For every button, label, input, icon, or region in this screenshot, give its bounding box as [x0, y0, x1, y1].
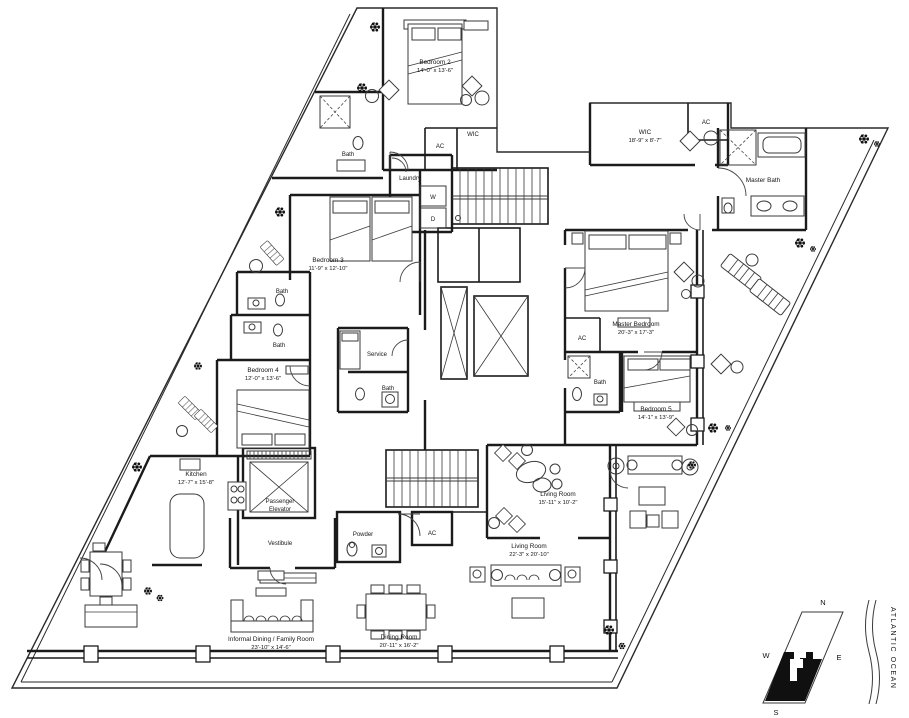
- stair-upper: [451, 167, 549, 225]
- label-living-large-name: Living Room: [511, 543, 547, 550]
- terrace-furniture: [80, 79, 792, 628]
- shoreline-wave-1: [865, 599, 873, 705]
- label-bath5: Bath: [594, 380, 606, 386]
- label-living-small-name: Living Room: [540, 491, 576, 498]
- label-dining-room-name: Dining Room: [381, 634, 418, 641]
- walls: [27, 8, 808, 663]
- bath-fixtures: [243, 95, 806, 558]
- label-ac-master: AC: [578, 336, 587, 342]
- label-wic2: WIC: [467, 132, 479, 138]
- label-dryer: D: [431, 217, 436, 223]
- label-service: Service: [367, 352, 388, 358]
- label-bedroom4-dims: 12'-0" x 13'-6": [245, 376, 281, 382]
- passenger-elevator-shaft: [246, 450, 312, 513]
- label-vestibule: Vestibule: [268, 541, 293, 547]
- compass-north: N: [820, 598, 825, 607]
- label-bedroom2-name: Bedroom 2: [419, 59, 451, 66]
- ocean-label: ATLANTIC OCEAN: [889, 607, 896, 690]
- label-bedroom2-dims: 14'-0" x 13'-6": [417, 68, 453, 74]
- label-ac-powder: AC: [428, 531, 437, 537]
- label-bedroom3-dims: 11'-9" x 12'-10": [308, 266, 347, 272]
- label-living-small-dims: 15'-11" x 10'-2": [538, 500, 577, 506]
- room-labels: Bedroom 2 14'-0" x 13'-6" WIC AC Bath La…: [178, 59, 781, 651]
- label-service-bath: Bath: [382, 386, 394, 392]
- label-passenger: Passenger: [266, 499, 295, 505]
- shoreline-wave-2: [872, 599, 880, 705]
- label-living-large-dims: 22'-3" x 20'-10": [509, 552, 549, 558]
- furniture: [169, 19, 705, 640]
- compass-west: W: [762, 651, 770, 660]
- core-elevators: [440, 286, 529, 380]
- label-bath2: Bath: [342, 152, 354, 158]
- label-informal-dining-dims: 23'-10" x 14'-6": [251, 645, 291, 651]
- label-powder: Powder: [353, 532, 373, 538]
- label-master-bedroom-dims: 20'-3" x 17'-3": [618, 330, 654, 336]
- label-kitchen-name: Kitchen: [185, 471, 207, 478]
- label-bath4: Bath: [273, 343, 285, 349]
- label-master-wic-name: WIC: [639, 129, 652, 136]
- label-bedroom5-name: Bedroom 5: [640, 406, 672, 413]
- label-master-bedroom-name: Master Bedroom: [612, 321, 659, 328]
- label-kitchen-dims: 12'-7" x 15'-8": [178, 480, 214, 486]
- label-bath3: Bath: [276, 289, 288, 295]
- compass-south: S: [773, 708, 778, 717]
- stair-lower: [385, 449, 479, 508]
- label-bedroom3-name: Bedroom 3: [312, 257, 344, 264]
- door-swings: [79, 151, 747, 587]
- label-washer: W: [430, 195, 436, 201]
- label-dining-room-dims: 20'-11" x 16'-2": [379, 643, 418, 649]
- property-boundary: [10, 7, 890, 689]
- label-informal-dining-name: Informal Dining / Family Room: [228, 636, 314, 643]
- key-plan-compass: N W E S: [762, 598, 844, 717]
- label-bedroom5-dims: 14'-1" x 13'-9": [638, 415, 674, 421]
- label-elevator: Elevator: [269, 507, 291, 513]
- label-master-bath: Master Bath: [746, 177, 781, 184]
- plants: [131, 22, 881, 650]
- label-bedroom4-name: Bedroom 4: [247, 367, 279, 374]
- label-laundry: Laundry: [399, 176, 421, 182]
- compass-east: E: [836, 653, 841, 662]
- ocean: ATLANTIC OCEAN: [865, 599, 896, 705]
- label-master-wic-dims: 18'-9" x 8'-7": [629, 138, 662, 144]
- label-ac-topright: AC: [702, 120, 711, 126]
- label-ac-bedroom2: AC: [436, 144, 445, 150]
